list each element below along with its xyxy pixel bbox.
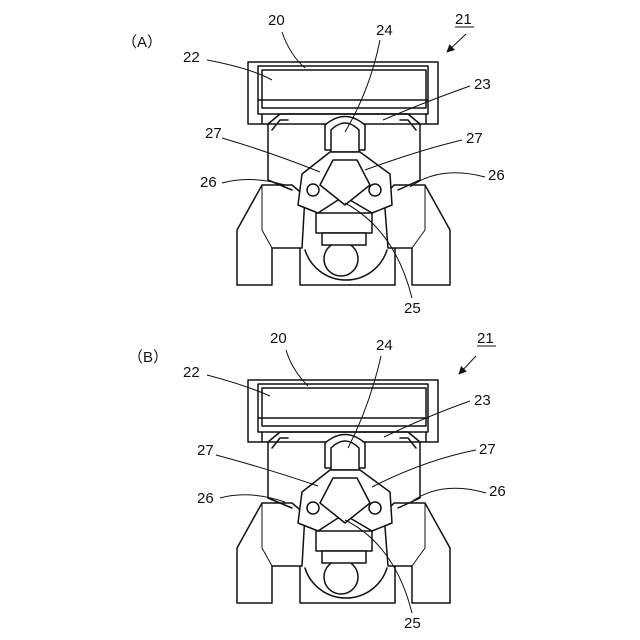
ref-22: 22 bbox=[183, 49, 200, 66]
ref-25: 25 bbox=[404, 300, 421, 317]
ref-23: 23 bbox=[474, 76, 491, 93]
ref-27-right: 27 bbox=[466, 130, 483, 147]
panel-b: （B） 21 20 22 24 23 27 27 26 26 25 bbox=[128, 330, 506, 632]
ref-21: 21 bbox=[455, 11, 472, 28]
panel-a: （A） 21 20 22 24 23 27 27 26 26 25 bbox=[122, 11, 505, 317]
ref-22: 22 bbox=[183, 364, 200, 381]
panel-label: （B） bbox=[128, 349, 168, 366]
ref-21: 21 bbox=[477, 330, 494, 347]
ref-27-left: 27 bbox=[205, 125, 222, 142]
panel-label: （A） bbox=[122, 34, 162, 51]
ref-27-left: 27 bbox=[197, 442, 214, 459]
ref-24: 24 bbox=[376, 22, 393, 39]
ref-20: 20 bbox=[268, 12, 285, 29]
ref-26-left: 26 bbox=[197, 490, 214, 507]
ref-26-right: 26 bbox=[489, 483, 506, 500]
ref-25: 25 bbox=[404, 615, 421, 632]
ref-20: 20 bbox=[270, 330, 287, 347]
ref-23: 23 bbox=[474, 392, 491, 409]
ref-26-left: 26 bbox=[200, 174, 217, 191]
ref-27-right: 27 bbox=[479, 441, 496, 458]
ref-26-right: 26 bbox=[488, 167, 505, 184]
ref-24: 24 bbox=[376, 337, 393, 354]
